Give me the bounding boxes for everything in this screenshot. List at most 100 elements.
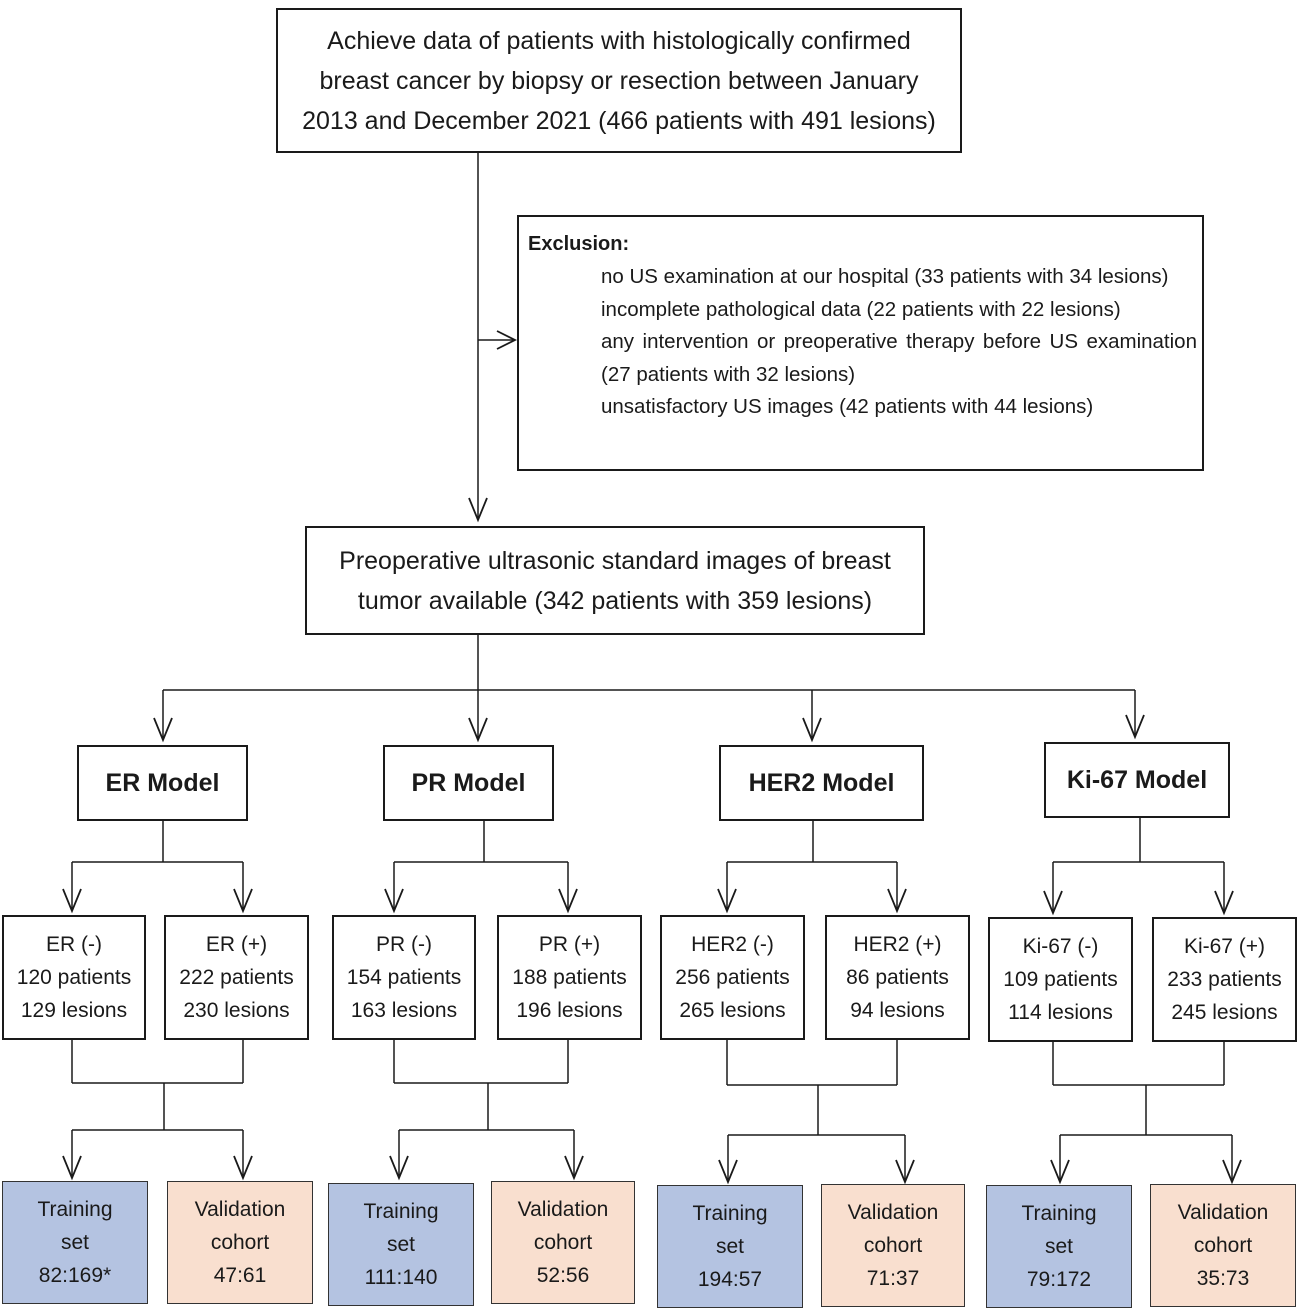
arrowhead-icon: [1222, 1159, 1242, 1185]
arrowhead-icon: [233, 1155, 253, 1181]
class-patients: 188 patients: [512, 966, 627, 989]
pr-negative-box: PR (-) 154 patients 163 lesions: [332, 915, 476, 1040]
leaf-line: Training: [1021, 1202, 1097, 1225]
pr-training-set-box: Training set 111:140: [328, 1183, 474, 1306]
leaf-ratio: 82:169*: [38, 1264, 112, 1287]
source-data-line: Achieve data of patients with histologic…: [327, 26, 911, 55]
leaf-line: cohort: [210, 1231, 270, 1254]
leaf-line: Validation: [517, 1198, 609, 1221]
arrowhead-icon: [496, 330, 518, 350]
her2-positive-box: HER2 (+) 86 patients 94 lesions: [825, 915, 970, 1040]
class-name: HER2 (+): [853, 933, 942, 956]
arrowhead-icon: [887, 888, 907, 914]
arrowhead-icon: [895, 1159, 915, 1185]
class-lesions: 230 lesions: [183, 999, 290, 1022]
source-data-box: Achieve data of patients with histologic…: [276, 8, 962, 153]
exclusion-item: unsatisfactory US images (42 patients wi…: [601, 395, 1094, 418]
model-label: PR Model: [411, 768, 526, 797]
exclusion-box: Exclusion: no US examination at our hosp…: [517, 215, 1204, 471]
preoperative-line: Preoperative ultrasonic standard images …: [339, 546, 891, 575]
pr-model-box: PR Model: [383, 745, 554, 821]
er-negative-box: ER (-) 120 patients 129 lesions: [2, 915, 146, 1040]
leaf-ratio: 111:140: [364, 1266, 438, 1289]
model-label: Ki-67 Model: [1066, 765, 1208, 794]
class-name: PR (-): [376, 933, 432, 956]
arrowhead-icon: [1214, 890, 1234, 916]
class-patients: 154 patients: [346, 966, 462, 989]
er-model-box: ER Model: [77, 745, 248, 821]
arrowhead-icon: [1050, 1159, 1070, 1185]
her2-negative-box: HER2 (-) 256 patients 265 lesions: [660, 915, 805, 1040]
class-name: Ki-67 (+): [1183, 935, 1266, 958]
class-lesions: 114 lesions: [1008, 1001, 1113, 1024]
leaf-line: Validation: [194, 1198, 286, 1221]
class-lesions: 163 lesions: [350, 999, 458, 1022]
class-patients: 222 patients: [179, 966, 294, 989]
leaf-line: set: [1044, 1235, 1073, 1258]
leaf-line: cohort: [1193, 1234, 1253, 1257]
her2-training-set-box: Training set 194:57: [657, 1185, 803, 1308]
arrowhead-icon: [62, 1155, 82, 1181]
pr-validation-cohort-box: Validation cohort 52:56: [491, 1181, 635, 1304]
class-patients: 256 patients: [675, 966, 790, 989]
arrowhead-icon: [153, 717, 173, 743]
leaf-ratio: 47:61: [213, 1264, 267, 1287]
exclusion-list: no US examination at our hospital (33 pa…: [601, 261, 1197, 424]
exclusion-item: any intervention or preoperative therapy…: [601, 330, 1197, 386]
arrowhead-icon: [468, 497, 488, 523]
er-validation-cohort-box: Validation cohort 47:61: [167, 1181, 313, 1304]
er-training-set-box: Training set 82:169*: [2, 1181, 148, 1304]
model-label: ER Model: [105, 768, 220, 797]
leaf-line: cohort: [533, 1231, 593, 1254]
class-lesions: 129 lesions: [20, 999, 128, 1022]
preoperative-line: tumor available (342 patients with 359 l…: [357, 586, 873, 615]
leaf-line: Training: [37, 1198, 113, 1221]
arrowhead-icon: [389, 1155, 409, 1181]
leaf-line: set: [60, 1231, 89, 1254]
class-patients: 120 patients: [16, 966, 132, 989]
arrowhead-icon: [468, 717, 488, 743]
arrowhead-icon: [558, 888, 578, 914]
source-data-line: 2013 and December 2021 (466 patients wit…: [302, 106, 936, 135]
her2-model-box: HER2 Model: [719, 745, 924, 821]
preoperative-images-box: Preoperative ultrasonic standard images …: [305, 526, 925, 635]
class-lesions: 265 lesions: [679, 999, 786, 1022]
ki67-model-box: Ki-67 Model: [1044, 742, 1230, 818]
er-positive-box: ER (+) 222 patients 230 lesions: [164, 915, 309, 1040]
class-lesions: 94 lesions: [850, 999, 945, 1022]
leaf-ratio: 71:37: [866, 1267, 920, 1290]
leaf-line: set: [386, 1233, 415, 1256]
her2-validation-cohort-box: Validation cohort 71:37: [821, 1184, 965, 1307]
leaf-line: Validation: [847, 1201, 939, 1224]
class-patients: 86 patients: [846, 966, 949, 989]
leaf-line: cohort: [863, 1234, 923, 1257]
class-lesions: 196 lesions: [516, 999, 623, 1022]
exclusion-item: no US examination at our hospital (33 pa…: [601, 265, 1169, 288]
leaf-line: Training: [692, 1202, 768, 1225]
exclusion-title: Exclusion:: [528, 233, 630, 255]
leaf-ratio: 79:172: [1026, 1268, 1092, 1291]
arrowhead-icon: [1043, 890, 1063, 916]
class-name: Ki-67 (-): [1022, 935, 1099, 958]
arrowhead-icon: [384, 888, 404, 914]
arrowhead-icon: [718, 1159, 738, 1185]
class-name: ER (-): [46, 933, 102, 956]
exclusion-item: incomplete pathological data (22 patient…: [601, 297, 1121, 321]
ki67-negative-box: Ki-67 (-) 109 patients 114 lesions: [988, 917, 1133, 1042]
pr-positive-box: PR (+) 188 patients 196 lesions: [497, 915, 642, 1040]
arrowhead-icon: [233, 888, 253, 914]
arrowhead-icon: [802, 717, 822, 743]
class-name: HER2 (-): [691, 933, 774, 956]
class-lesions: 245 lesions: [1171, 1001, 1278, 1024]
class-name: PR (+): [538, 933, 601, 956]
model-label: HER2 Model: [748, 768, 895, 797]
leaf-line: Validation: [1177, 1201, 1269, 1224]
ki67-positive-box: Ki-67 (+) 233 patients 245 lesions: [1152, 917, 1297, 1042]
leaf-ratio: 52:56: [536, 1264, 590, 1287]
class-name: ER (+): [205, 933, 268, 956]
ki67-validation-cohort-box: Validation cohort 35:73: [1150, 1184, 1296, 1307]
arrowhead-icon: [62, 888, 82, 914]
leaf-line: set: [715, 1235, 744, 1258]
arrowhead-icon: [1125, 714, 1145, 740]
